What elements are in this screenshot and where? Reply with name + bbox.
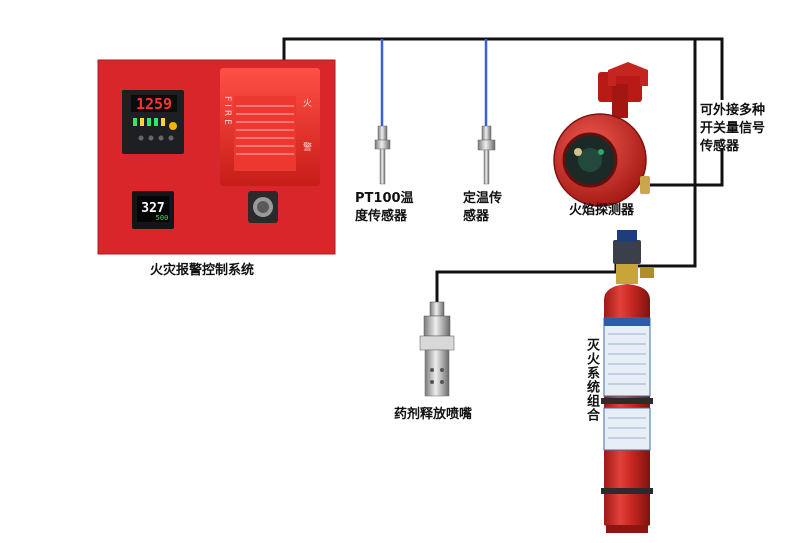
digital-meter: 327 500: [132, 191, 174, 229]
switch-label-line-3: 传感器: [700, 139, 740, 154]
fixed-temp-sensor-label: 定温传 感器: [463, 190, 502, 226]
fixed-temperature-sensor: [477, 125, 496, 185]
pt100-label-line-1: PT100温: [355, 191, 414, 206]
controller-display: 1259: [136, 95, 172, 113]
pt100-label-line-2: 度传感器: [355, 209, 408, 224]
agent-release-nozzle: [419, 301, 455, 397]
switch-label-line-2: 开关量信号: [700, 121, 766, 136]
strobe-glyph-bottom: 警: [303, 141, 312, 153]
pt100-sensor: [374, 125, 391, 185]
wiring: [282, 37, 724, 302]
meter-sub-value: 500: [156, 214, 169, 222]
pt100-sensor-label: PT100温 度传感器: [355, 190, 414, 226]
cylinder-label: 灭火系统组合: [584, 338, 599, 422]
meter-value: 327: [141, 201, 164, 216]
strobe-text: FIRE: [222, 96, 232, 128]
fixed-temp-label-line-2: 感器: [463, 209, 490, 224]
switch-sensor-label: 可外接多种 开关量信号 传感器: [700, 102, 765, 156]
fixed-temp-label-line-1: 定温传: [463, 191, 503, 206]
extinguisher-cylinder: [601, 230, 654, 533]
controller-indicator-lights: [133, 118, 177, 141]
flame-detector: [553, 62, 650, 207]
switch-label-line-1: 可外接多种: [700, 103, 766, 118]
wire-nozzle: [435, 262, 618, 302]
wire-cylinder: [620, 148, 724, 268]
push-button: [248, 191, 278, 223]
wire-top-bus: [282, 37, 724, 100]
strobe-glyph-top: 火: [303, 98, 312, 109]
strobe-alarm: FIRE 火 警: [220, 68, 320, 186]
nozzle-label: 药剂释放喷嘴: [394, 407, 473, 422]
temperature-controller: 1259: [122, 90, 184, 154]
flame-detector-label: 火焰探测器: [569, 203, 635, 218]
control-system-label: 火灾报警控制系统: [150, 263, 255, 278]
wire-flame-detector: [646, 39, 697, 187]
fire-alarm-control-panel: 1259 327 500: [97, 59, 336, 255]
